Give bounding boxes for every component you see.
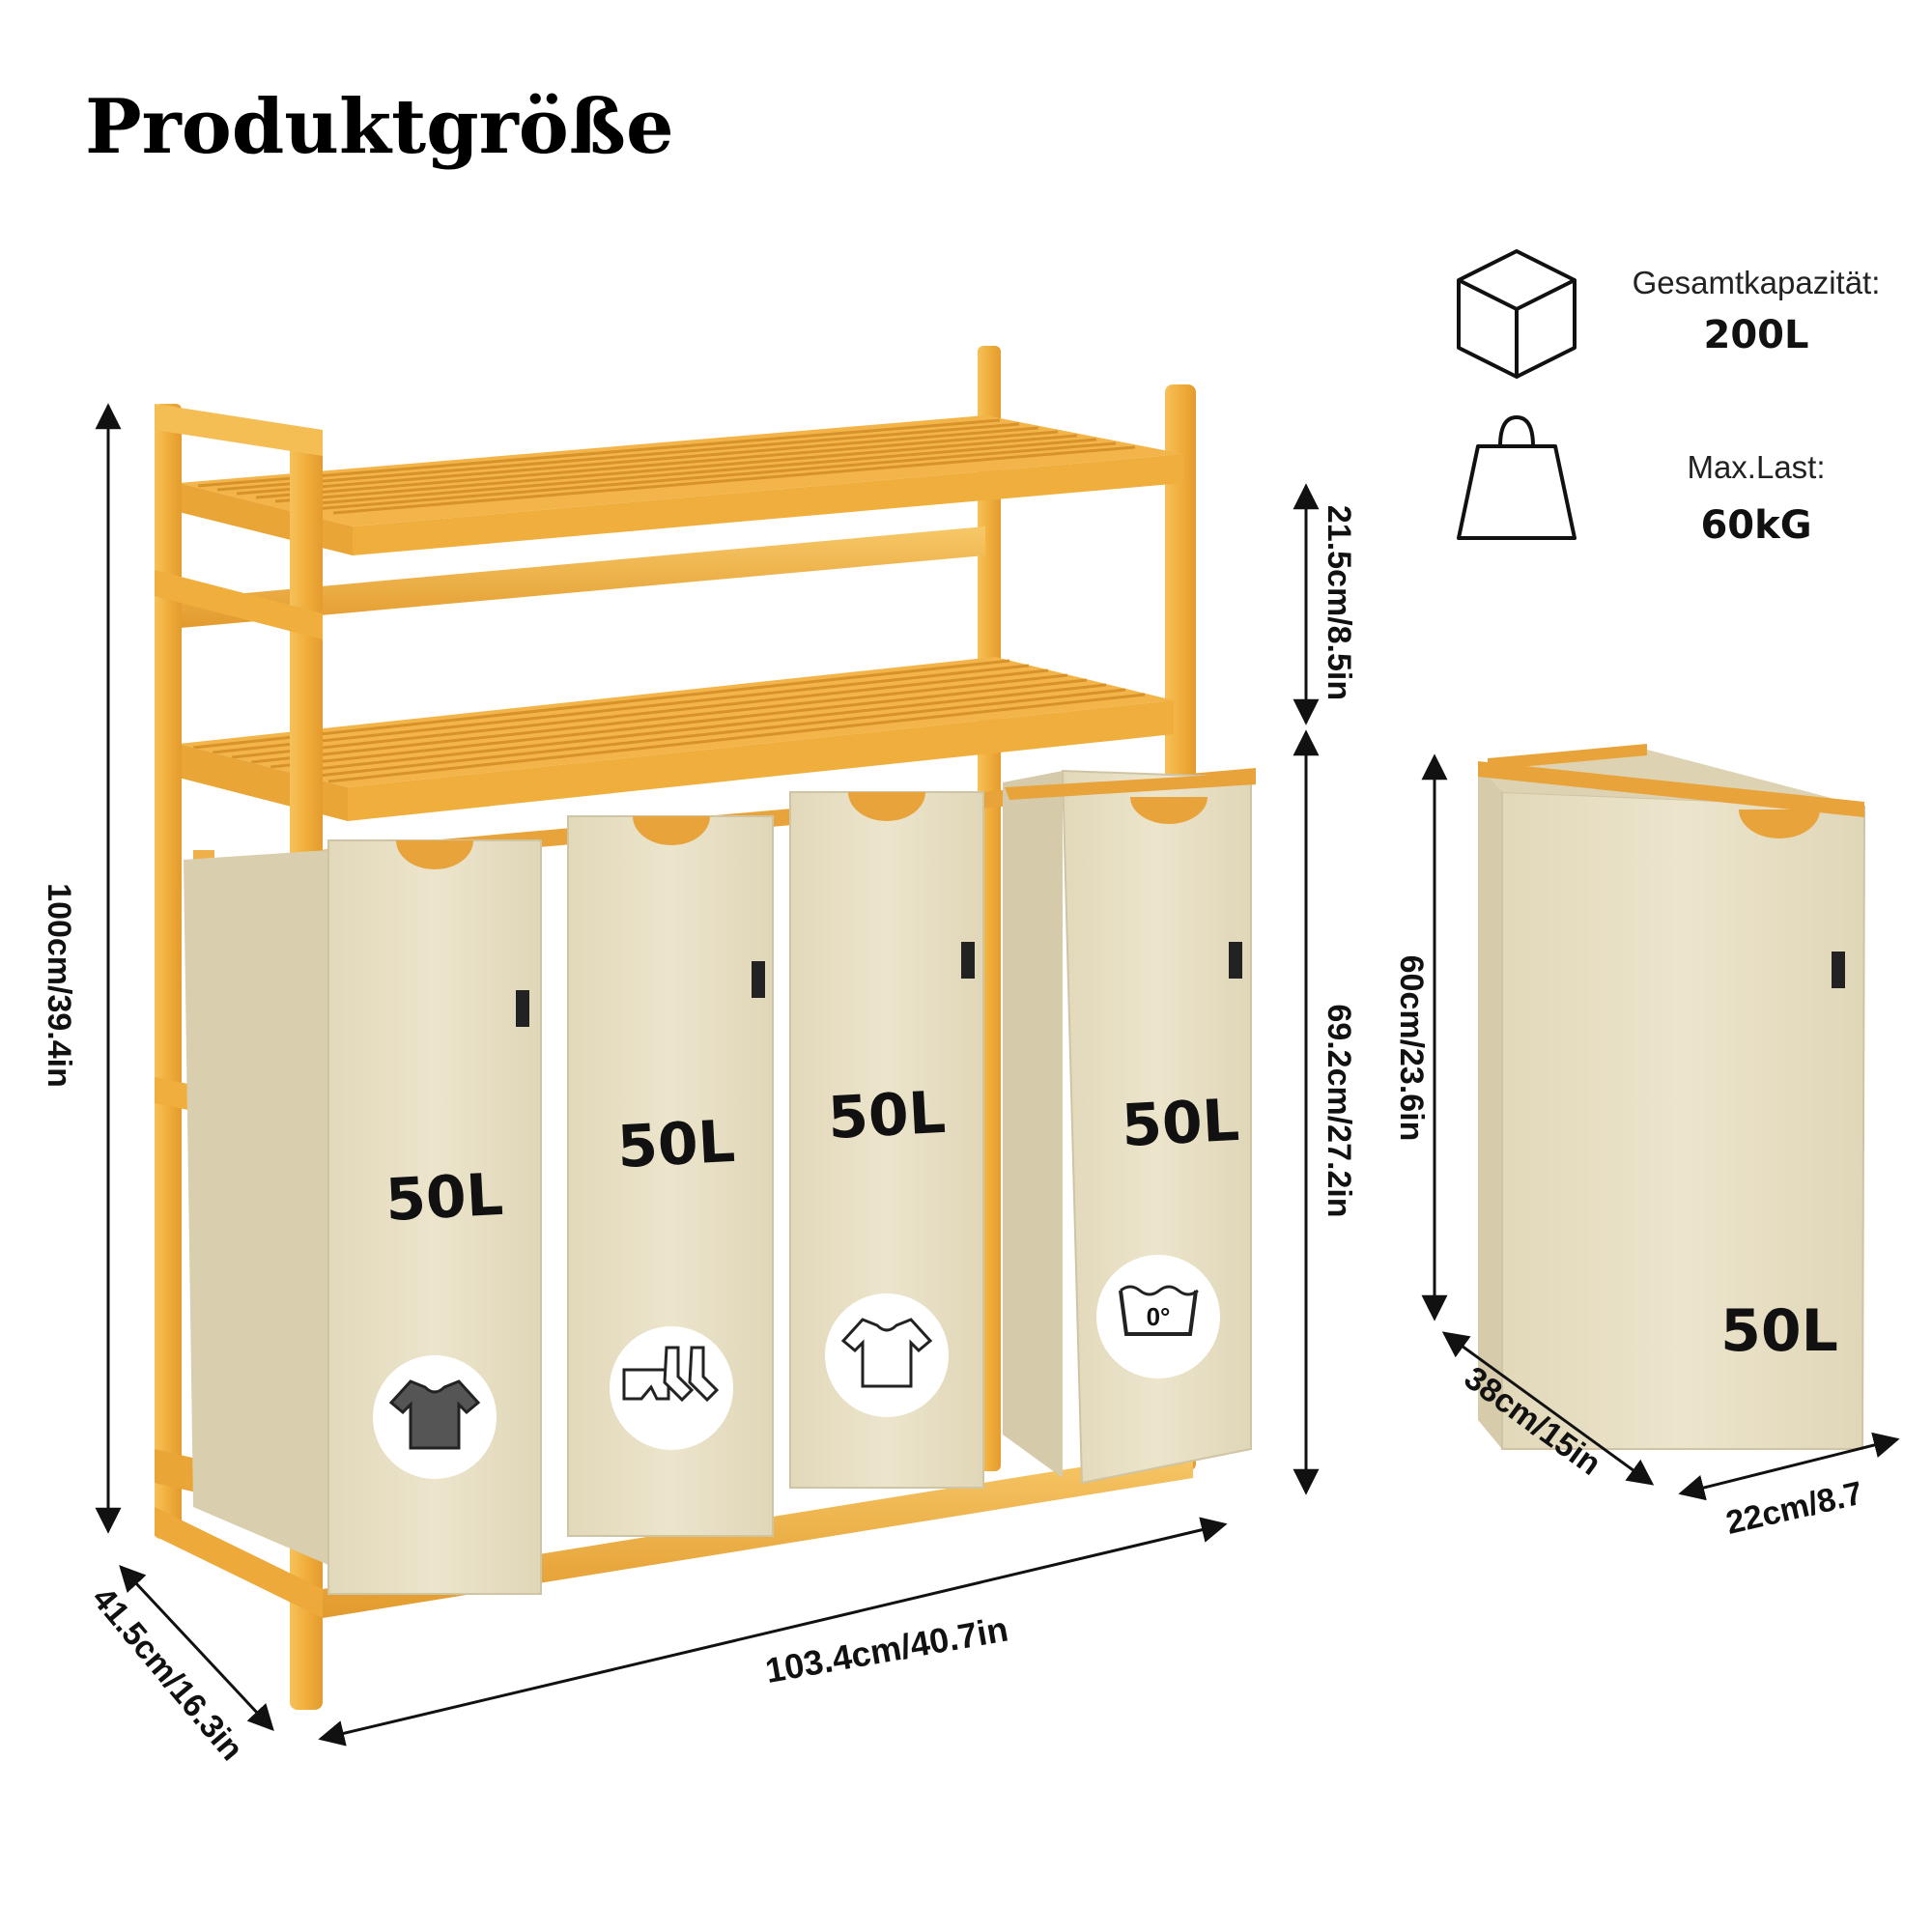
bag-volume-label: 50L xyxy=(384,1161,504,1235)
svg-text:60kG: 60kG xyxy=(1700,503,1811,548)
svg-text:69.2cm/27.2in: 69.2cm/27.2in xyxy=(1321,1004,1357,1217)
dimension-bag-width: 22cm/8.7 xyxy=(1678,1432,1900,1542)
brand-tag xyxy=(1832,952,1845,988)
page-title: Produktgröße xyxy=(85,83,674,171)
dimension-depth: 41.5cm/16.3in xyxy=(85,1565,274,1768)
svg-text:22cm/8.7: 22cm/8.7 xyxy=(1722,1475,1866,1542)
svg-text:50L: 50L xyxy=(1720,1297,1838,1365)
load-spec: Max.Last: 60kG xyxy=(1457,415,1826,548)
capacity-spec: Gesamtkapazität: 200L xyxy=(1457,249,1881,379)
bag-volume-label: 50L xyxy=(1120,1087,1240,1160)
single-bag-handle-back xyxy=(1488,744,1647,770)
dimension-lower-height: 69.2cm/27.2in xyxy=(1293,729,1357,1495)
bag-1[interactable]: 50L xyxy=(184,839,542,1595)
bag-volume-label: 50L xyxy=(826,1079,947,1152)
svg-text:60cm/23.6in: 60cm/23.6in xyxy=(1393,955,1430,1142)
dimension-bag-height: 60cm/23.6in xyxy=(1393,753,1448,1321)
svg-text:0°: 0° xyxy=(1147,1302,1171,1331)
svg-text:103.4cm/40.7in: 103.4cm/40.7in xyxy=(762,1608,1010,1690)
dimension-overall-height: 100cm/39.4in xyxy=(41,403,122,1534)
wash-0-degree-icon: 0° xyxy=(1119,1285,1199,1336)
svg-text:100cm/39.4in: 100cm/39.4in xyxy=(41,883,77,1088)
front-left-post xyxy=(155,404,182,1539)
weight-icon xyxy=(1457,415,1577,540)
cube-icon xyxy=(1457,249,1577,379)
lower-shelf-slats xyxy=(192,659,1146,783)
brand-tag xyxy=(961,942,975,979)
svg-text:Gesamtkapazität:: Gesamtkapazität: xyxy=(1633,265,1881,300)
bag-2[interactable]: 50L xyxy=(567,815,774,1537)
brand-tag xyxy=(752,961,765,998)
svg-text:Max.Last:: Max.Last: xyxy=(1687,449,1825,485)
bag-volume-label: 50L xyxy=(615,1108,736,1181)
middle-rail xyxy=(159,526,985,630)
svg-text:41.5cm/16.3in: 41.5cm/16.3in xyxy=(85,1580,250,1768)
svg-text:200L: 200L xyxy=(1704,313,1809,357)
svg-text:21.5cm/8.5in: 21.5cm/8.5in xyxy=(1321,505,1357,700)
brand-tag xyxy=(516,990,529,1027)
single-bag-handle-front xyxy=(1478,761,1864,817)
underwear-socks-icon xyxy=(622,1346,720,1403)
dimension-shelf-gap: 21.5cm/8.5in xyxy=(1293,483,1357,725)
brand-tag xyxy=(1229,942,1242,979)
single-bag[interactable]: 50L xyxy=(1478,744,1866,1450)
bag-3[interactable]: 50L xyxy=(789,791,984,1489)
white-tshirt-icon xyxy=(840,1318,933,1388)
dark-tshirt-icon xyxy=(388,1379,481,1450)
bag-4-pulled-out[interactable]: 50L 0° xyxy=(1003,769,1256,1485)
upper-shelf-slats xyxy=(197,418,1136,515)
